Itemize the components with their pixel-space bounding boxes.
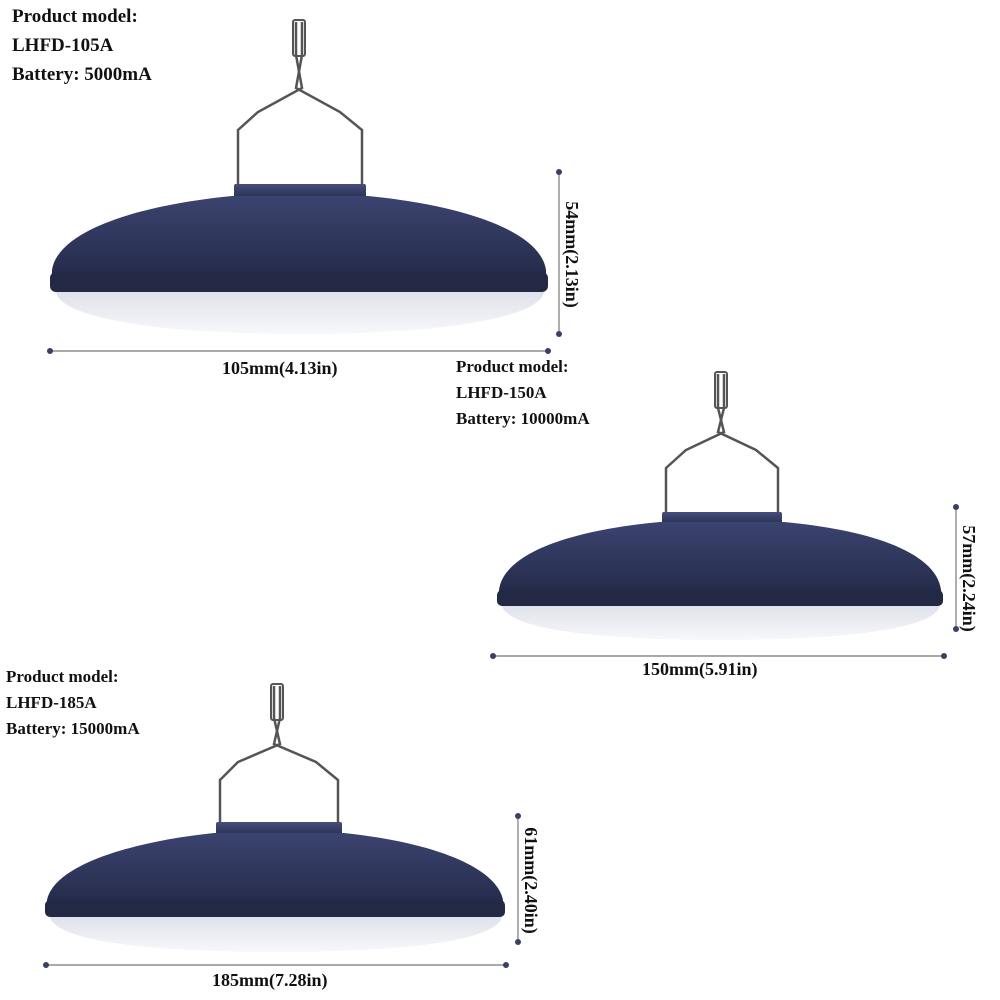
hook-clip — [292, 19, 306, 57]
dim-dot — [490, 653, 496, 659]
lamp-2 — [490, 371, 959, 659]
dim-dot — [556, 331, 562, 337]
dim-dot — [556, 169, 562, 175]
dim-dot — [47, 348, 53, 354]
hook-clip — [270, 683, 284, 721]
battery-capacity: Battery: 5000mA — [12, 64, 152, 85]
shade-rim — [497, 590, 943, 606]
dimension-lines — [493, 507, 957, 657]
hanger-wire — [218, 686, 340, 823]
model-label: Product model: — [6, 667, 119, 686]
diffuser — [50, 917, 502, 952]
dim-dot — [515, 939, 521, 945]
model-number: LHFD-185A — [6, 693, 97, 712]
model-number: LHFD-150A — [456, 383, 547, 402]
hook-clip — [714, 371, 728, 409]
lamp-shade — [52, 196, 546, 290]
dim-dot — [953, 504, 959, 510]
product-info-1: Product model: LHFD-105A Battery: 5000mA — [12, 2, 152, 89]
dimension-lines — [46, 816, 519, 966]
model-label: Product model: — [456, 357, 569, 376]
dim-dot — [515, 813, 521, 819]
dimension-lines — [50, 172, 560, 352]
shade-rim — [45, 900, 505, 917]
hanger-wire — [664, 374, 780, 513]
shade-rim — [50, 272, 548, 292]
top-cap — [662, 512, 782, 524]
dim-dot — [941, 653, 947, 659]
diffuser — [502, 606, 940, 640]
dim-dot — [43, 962, 49, 968]
lamp-shade — [47, 833, 503, 916]
battery-capacity: Battery: 15000mA — [6, 719, 140, 738]
lamp-1 — [47, 19, 562, 354]
top-cap — [216, 822, 342, 835]
lamp-3 — [43, 683, 521, 968]
height-label-1: 54mm(2.13in) — [561, 201, 582, 308]
dim-dot — [503, 962, 509, 968]
lamp-shade — [499, 522, 941, 604]
height-label-3: 61mm(2.40in) — [520, 827, 541, 934]
diffuser — [56, 292, 544, 334]
dim-dot — [545, 348, 551, 354]
model-label: Product model: — [12, 6, 138, 27]
dim-dot — [953, 626, 959, 632]
battery-capacity: Battery: 10000mA — [456, 409, 590, 428]
width-label-3: 185mm(7.28in) — [212, 970, 328, 990]
product-info-3: Product model: LHFD-185A Battery: 15000m… — [6, 664, 140, 742]
height-label-2: 57mm(2.24in) — [958, 525, 979, 632]
width-label-1: 105mm(4.13in) — [222, 358, 338, 378]
width-label-2: 150mm(5.91in) — [642, 659, 758, 679]
product-info-2: Product model: LHFD-150A Battery: 10000m… — [456, 354, 590, 432]
hanger-wire — [236, 22, 364, 185]
top-cap — [234, 184, 366, 198]
model-number: LHFD-105A — [12, 35, 114, 56]
